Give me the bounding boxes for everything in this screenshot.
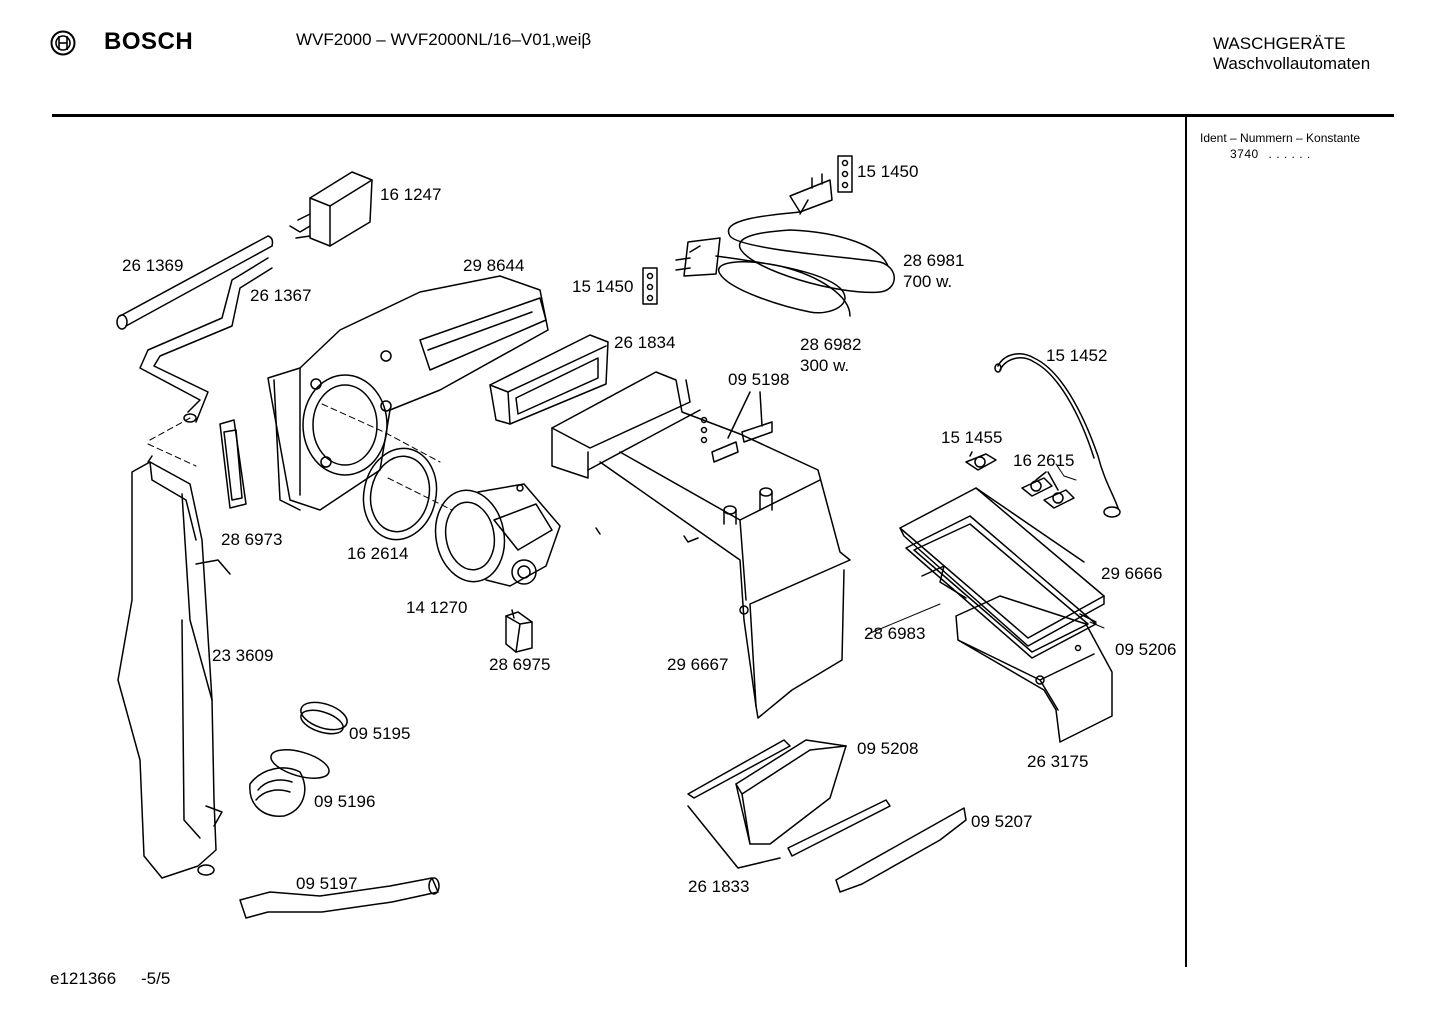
- label-part-095196: 09 5196: [314, 792, 376, 811]
- ident-code: 3740: [1230, 147, 1259, 161]
- label-part-095207: 09 5207: [971, 812, 1033, 831]
- brand-name: BOSCH: [104, 28, 194, 55]
- part-286983-gasket: [906, 516, 1096, 658]
- label-part-095198: 09 5198: [728, 370, 790, 389]
- part-095198-clips: [712, 392, 772, 462]
- drawing-id: e121366: [50, 969, 117, 988]
- assembly-dashed-lines: [148, 404, 452, 510]
- ident-dots: . . . . . .: [1268, 147, 1311, 161]
- label-part-095208: 09 5208: [857, 739, 919, 758]
- label-part-261369: 26 1369: [122, 256, 184, 275]
- label-part-286982: 28 6982: [800, 335, 862, 354]
- part-261834-filter-frame: [490, 335, 608, 424]
- label-part-095197: 09 5197: [296, 874, 358, 893]
- label-part-286983: 28 6983: [864, 624, 926, 643]
- part-095207-strip: [836, 808, 966, 892]
- part-296666-lid: [900, 488, 1104, 646]
- ident-panel-code-row: 3740 . . . . . .: [1230, 147, 1311, 161]
- part-233609-long-duct: [118, 456, 230, 878]
- label-part-261833: 26 1833: [688, 877, 750, 896]
- label-part-233609: 23 3609: [212, 646, 274, 665]
- label-part-286981-watt: 700 w.: [903, 272, 953, 291]
- part-141270-fan-motor: [429, 484, 560, 587]
- part-296667-air-duct: [552, 372, 850, 718]
- label-part-286981: 28 6981: [903, 251, 965, 270]
- label-part-296667: 29 6667: [667, 655, 729, 674]
- part-286975-carbon-brush: [506, 610, 532, 652]
- leader-lines: [868, 464, 1104, 634]
- part-286973-filter-strip: [220, 420, 246, 508]
- label-part-298644: 29 8644: [463, 256, 525, 275]
- part-151450-plug-mid: [643, 268, 657, 304]
- side-panel-divider: [1185, 116, 1187, 967]
- category-subtitle: Waschvollautomaten: [1213, 54, 1371, 73]
- label-part-161247: 16 1247: [380, 185, 442, 204]
- label-part-286973: 28 6973: [221, 530, 283, 549]
- label-part-286975: 28 6975: [489, 655, 551, 674]
- label-part-095195: 09 5195: [349, 724, 411, 743]
- label-part-151450-top: 15 1450: [857, 162, 919, 181]
- part-095197-hose: [240, 878, 439, 918]
- part-095195-grommet: [297, 697, 350, 738]
- part-162615-thermostats: [1022, 472, 1074, 508]
- page-indicator: -5/5: [141, 969, 171, 988]
- label-part-162614: 16 2614: [347, 544, 409, 563]
- part-263175-cover: [956, 596, 1112, 742]
- part-151455-thermostat: [966, 452, 996, 470]
- part-095206-screw: [1080, 614, 1096, 622]
- part-095208-lint-box: [736, 740, 846, 844]
- part-298644-upper-housing: [268, 276, 548, 510]
- label-part-095206: 09 5206: [1115, 640, 1177, 659]
- ident-panel-title: Ident – Nummern – Konstante: [1200, 131, 1361, 145]
- part-286981-heater-700w: [728, 174, 894, 292]
- part-151450-plug-top: [838, 156, 852, 192]
- label-part-261367: 26 1367: [250, 286, 312, 305]
- part-286982-heater-300w: [676, 238, 850, 316]
- label-part-296666: 29 6666: [1101, 564, 1163, 583]
- label-part-151455: 15 1455: [941, 428, 1003, 447]
- label-part-261834: 26 1834: [614, 333, 676, 352]
- model-title: WVF2000 – WVF2000NL/16–V01,weiβ: [296, 30, 592, 49]
- label-part-151452: 15 1452: [1046, 346, 1108, 365]
- category-title: WASCHGERÄTE: [1213, 34, 1346, 53]
- label-part-263175: 26 3175: [1027, 752, 1089, 771]
- part-261367-bent-hose: [140, 258, 272, 422]
- part-161247-connector-box: [290, 172, 372, 246]
- label-part-286982-watt: 300 w.: [800, 356, 850, 375]
- header-divider: [52, 114, 1394, 117]
- label-part-162615: 16 2615: [1013, 451, 1075, 470]
- part-151452-sensor-wire: [995, 354, 1120, 517]
- part-261369-hose: [117, 236, 273, 329]
- label-part-141270: 14 1270: [406, 598, 468, 617]
- part-095196-bellows: [250, 744, 332, 816]
- label-part-151450-mid: 15 1450: [572, 277, 634, 296]
- part-261833-clamps: [688, 740, 890, 868]
